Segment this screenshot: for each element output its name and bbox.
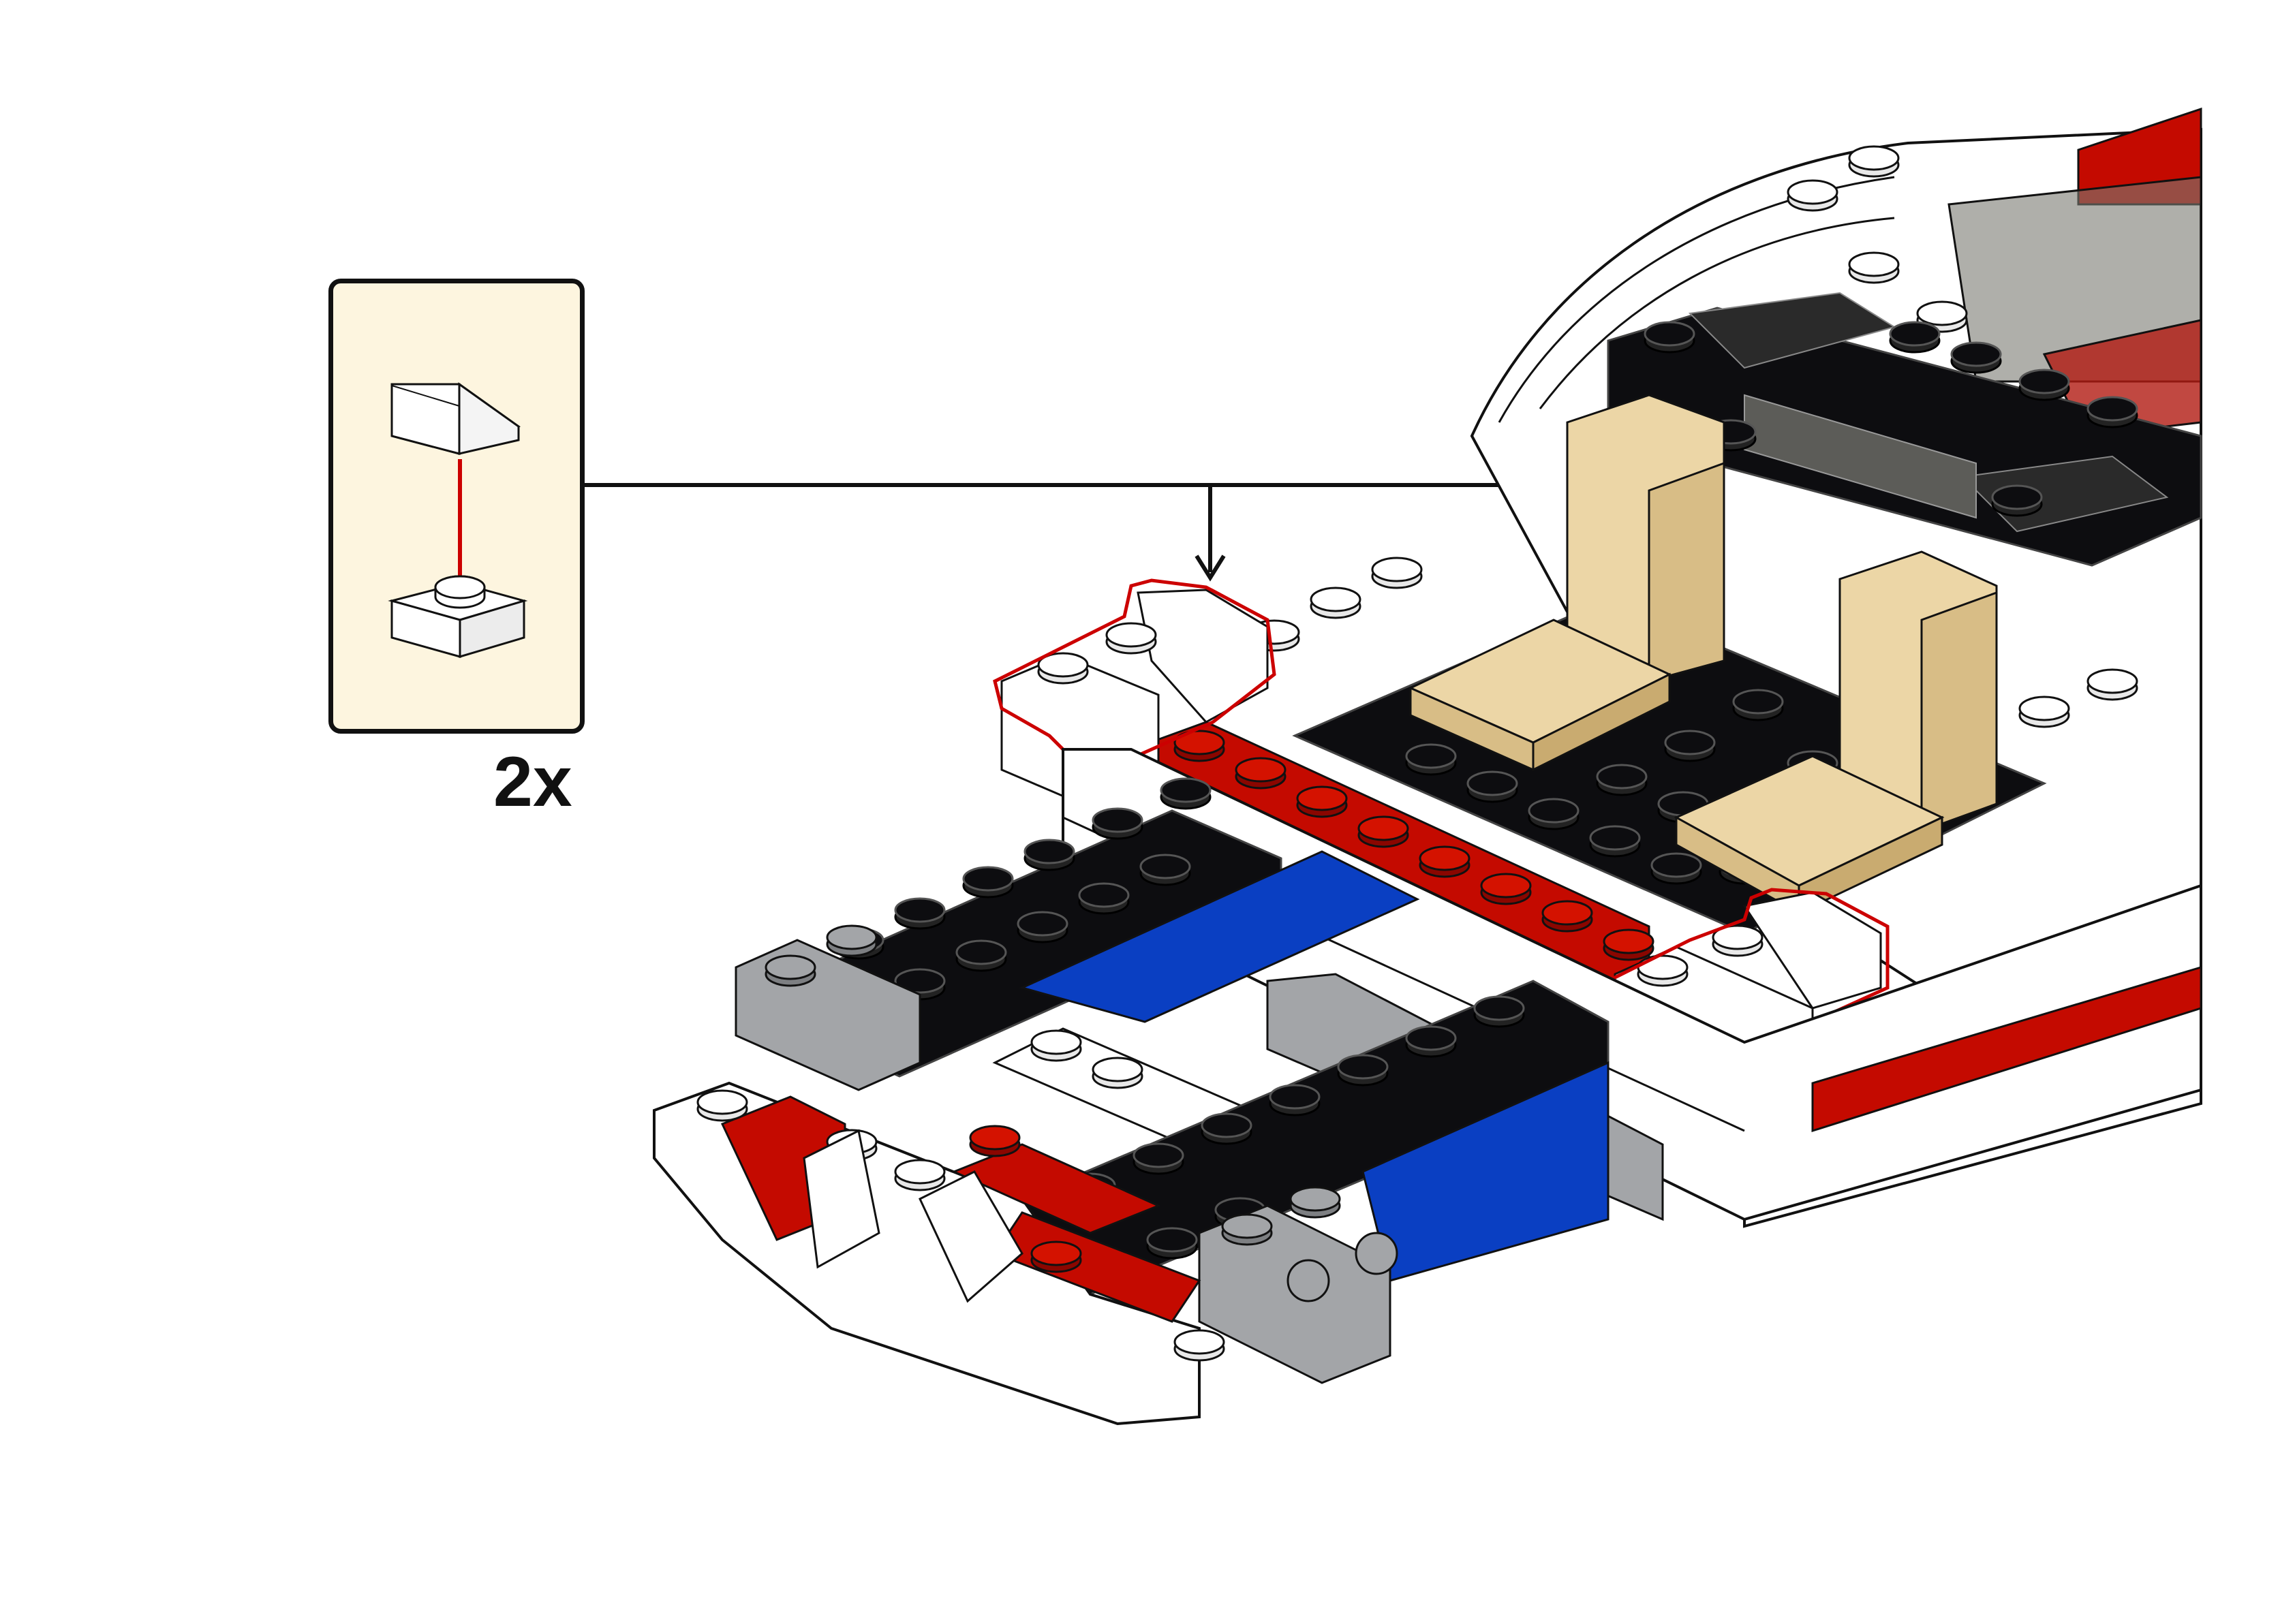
model-front-right-frame bbox=[1021, 980, 1609, 1384]
slope-brick-icon bbox=[390, 382, 521, 455]
plate-1x1-icon bbox=[388, 575, 528, 659]
model-black-deck bbox=[1607, 292, 2202, 567]
model-front-frame bbox=[735, 777, 1420, 1091]
quantity-label: 2x bbox=[493, 743, 572, 822]
model-front-nose bbox=[653, 1081, 1225, 1426]
subassembly-diagram bbox=[388, 382, 528, 659]
parts-callout-box bbox=[328, 279, 585, 734]
model-tan-seats bbox=[1408, 394, 1998, 915]
